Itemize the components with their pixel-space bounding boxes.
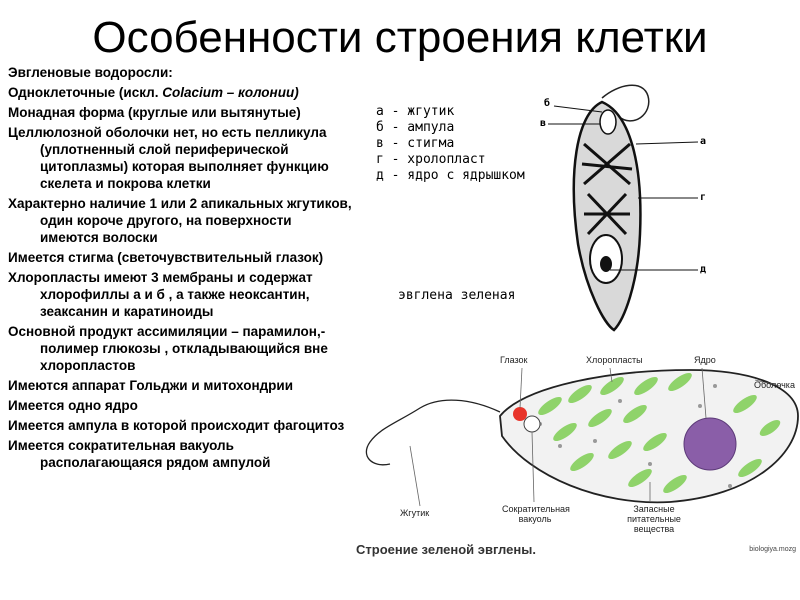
list-item-text: Одноклеточные (искл. — [8, 85, 163, 100]
euglena-structure-figure: Глазок Хлоропласты Ядро Оболочка Жгутик … — [350, 346, 800, 600]
list-item: Основной продукт ассимиляции – парамилон… — [8, 324, 328, 373]
euglena-structure-drawing — [365, 367, 799, 507]
list-item: Имеется стигма (светочувствительный глаз… — [8, 250, 324, 265]
marker-b: б — [544, 98, 551, 109]
legend-item: д - ядро с ядрышком — [376, 168, 525, 183]
euglena-drawing — [548, 84, 699, 332]
label-nucleus: Ядро — [694, 355, 716, 365]
figure-caption: Строение зеленой эвглены. — [356, 542, 536, 557]
source-watermark: biologiya.mozg — [749, 546, 796, 553]
page-title: Особенности строения клетки — [92, 13, 708, 62]
marker-g: г — [700, 192, 707, 203]
list-item: Монадная форма (круглые или вытянутые) — [8, 105, 301, 120]
label-vacuole: Сократительная вакуоль — [502, 504, 570, 524]
legend-item: б - ампула — [376, 120, 455, 135]
list-item: Целлюлозной оболочки нет, но есть пеллик… — [8, 125, 329, 191]
label-flagellum: Жгутик — [400, 508, 430, 518]
legend-item: г - хролопласт — [376, 152, 486, 167]
marker-v: в — [540, 118, 547, 129]
label-chloroplasts: Хлоропласты — [586, 355, 643, 365]
list-item: Имеются аппарат Гольджи и митохондрии — [8, 378, 294, 393]
label-eyespot: Глазок — [500, 355, 528, 365]
list-item: Характерно наличие 1 или 2 апикальных жг… — [8, 196, 352, 245]
feature-list: Эвгленовые водоросли: Одноклеточные (иск… — [8, 64, 354, 474]
marker-a: а — [700, 136, 707, 147]
figure-caption: эвглена зеленая — [398, 288, 516, 303]
list-item-italic: Colacium – колонии) — [162, 85, 299, 100]
legend-item: а - жгутик — [376, 104, 455, 119]
list-item: Имеется сократительная вакуоль располага… — [8, 438, 271, 470]
list-item: Имеется ампула в которой происходит фаго… — [8, 418, 345, 433]
label-membrane: Оболочка — [754, 380, 795, 390]
figure-legend: а - жгутик б - ампула в - стигма г - хро… — [376, 104, 525, 184]
label-reserves: Запасные питательные вещества — [627, 504, 681, 534]
list-item: Хлоропласты имеют 3 мембраны и содержат … — [8, 270, 313, 319]
list-item: Одноклеточные (искл. Colacium – колонии) — [8, 84, 354, 101]
legend-item: в - стигма — [376, 136, 455, 151]
marker-d: д — [700, 264, 707, 275]
euglena-figure: б в а г д а - жгутик б - ампула в - стиг… — [368, 74, 718, 344]
list-item: Имеется одно ядро — [8, 398, 138, 413]
list-item: Эвгленовые водоросли: — [8, 65, 173, 80]
